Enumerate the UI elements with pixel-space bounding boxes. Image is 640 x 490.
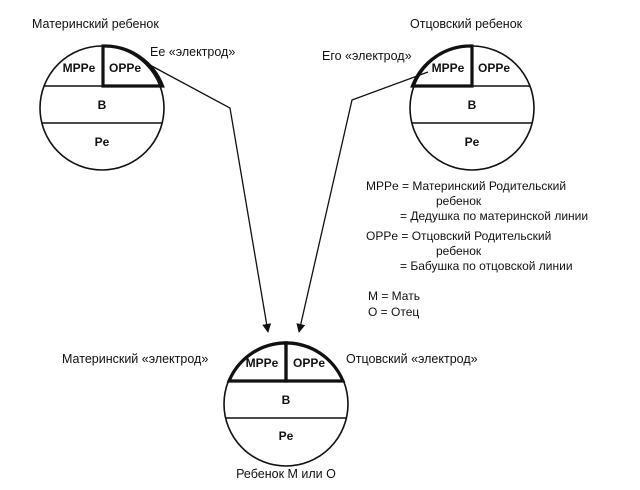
child-mppe-cell: MPPe <box>246 356 279 370</box>
child-b-cell: B <box>282 393 291 407</box>
father-mppe-cell: MPPe <box>432 61 465 75</box>
legend: MPPe = Материнский Родительский ребенок … <box>366 179 588 319</box>
father-pe-cell: Pe <box>465 135 480 149</box>
mother-mppe-cell: MPPe <box>63 61 96 75</box>
father-b-cell: B <box>468 98 477 112</box>
father-child-title: Отцовский ребенок <box>410 17 523 31</box>
mother-child-title: Материнский ребенок <box>32 17 159 31</box>
child-pe-cell: Pe <box>279 429 294 443</box>
child-circle <box>223 341 349 467</box>
father-to-child-arrow <box>296 71 429 333</box>
father-electrode-label: Его «электрод» <box>322 49 412 63</box>
legend-oppe-line3: = Бабушка по отцовской линии <box>400 259 573 273</box>
mother-b-cell: B <box>98 98 107 112</box>
mother-pe-cell: Pe <box>95 135 110 149</box>
mother-to-child-arrow <box>147 63 272 333</box>
father-oppe-cell: OPPe <box>478 61 510 75</box>
child-caption: Ребенок М или О <box>236 467 336 481</box>
legend-o-def: O = Отец <box>368 305 419 319</box>
child-mother-electrode-label: Материнский «электрод» <box>62 352 208 366</box>
legend-oppe-line2: ребенок <box>436 244 482 258</box>
legend-oppe-line1: OPPe = Отцовский Родительский <box>366 229 551 243</box>
legend-mppe-line3: = Дедушка по материнской линии <box>400 209 588 223</box>
child-oppe-cell: OPPe <box>293 356 325 370</box>
mother-child-circle <box>39 44 165 171</box>
legend-m-def: M = Мать <box>368 289 420 303</box>
child-father-electrode-label: Отцовский «электрод» <box>346 352 478 366</box>
father-child-circle <box>409 44 535 171</box>
legend-mppe-line1: MPPe = Материнский Родительский <box>366 179 566 193</box>
mother-electrode-label: Ее «электрод» <box>150 45 235 59</box>
mother-oppe-cell: OPPe <box>109 61 141 75</box>
legend-mppe-line2: ребенок <box>436 194 482 208</box>
